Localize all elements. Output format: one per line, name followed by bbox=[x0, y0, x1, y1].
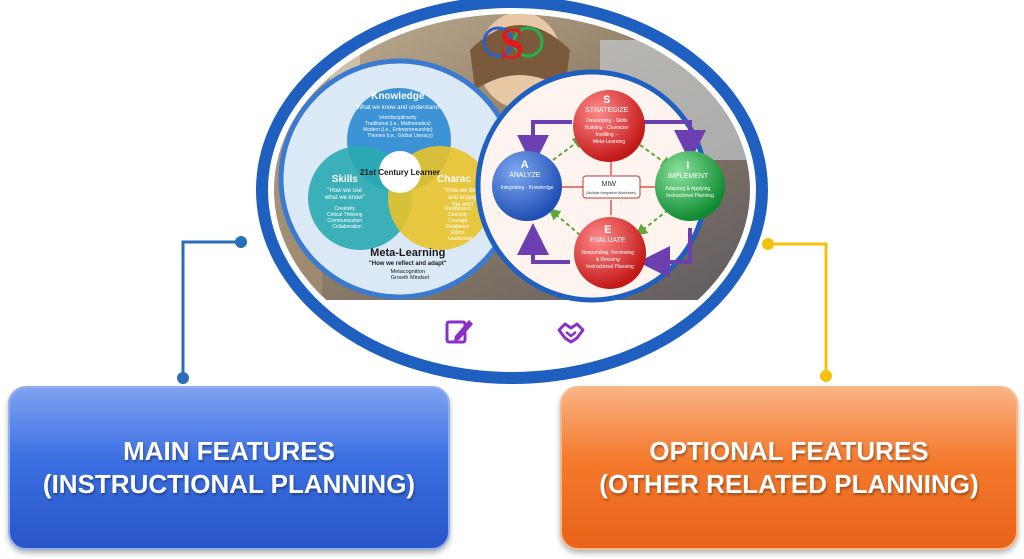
knowledge-item: Modern (i.e., Entrepreneurship) bbox=[363, 127, 433, 133]
meta-subtitle: "How we reflect and adapt" bbox=[369, 261, 447, 267]
main-features-title: MAIN FEATURES bbox=[123, 436, 335, 466]
optional-features-subtitle: (OTHER RELATED PLANNING) bbox=[599, 469, 979, 499]
character-item: Mindfulness bbox=[444, 206, 471, 212]
skills-item: Creativity bbox=[334, 206, 355, 212]
optional-features-title: OPTIONAL FEATURES bbox=[649, 436, 929, 466]
strategize-node bbox=[573, 90, 645, 162]
svg-text:21st Century Learner: 21st Century Learner bbox=[360, 168, 440, 177]
character-item: Curiosity bbox=[448, 212, 468, 218]
evaluate-title: EVALUATE bbox=[590, 237, 626, 244]
strategize-line: Building - Character bbox=[585, 125, 630, 131]
learner-center-circle bbox=[379, 151, 421, 193]
character-item: Ethics bbox=[451, 230, 465, 236]
meta-title: Meta-Learning bbox=[370, 247, 445, 259]
skills-subtitle: what we know" bbox=[324, 195, 365, 201]
optional-features-box[interactable]: OPTIONAL FEATURES (OTHER RELATED PLANNIN… bbox=[560, 386, 1018, 550]
implement-title: IMPLEMENT bbox=[667, 173, 709, 180]
strategize-line: Meta-Learning bbox=[593, 139, 625, 145]
character-title: Charac bbox=[437, 174, 471, 185]
analyze-letter: A bbox=[521, 159, 529, 171]
strategize-letter: S bbox=[603, 94, 610, 106]
svg-text:Knowledge "What we know: Knowledge "What we know and understand" … bbox=[354, 86, 445, 139]
character-item: Resilience bbox=[446, 224, 469, 230]
knowledge-item: Traditional (i.e., Mathematics) bbox=[365, 121, 431, 127]
skills-item: Communication bbox=[327, 218, 362, 224]
skills-item: Critical Thinking bbox=[327, 212, 363, 218]
analyze-node bbox=[492, 151, 562, 221]
skills-title: Skills bbox=[332, 174, 359, 185]
strategize-line: Instilling – bbox=[596, 132, 618, 138]
knowledge-item: Interdisciplinarity bbox=[379, 115, 417, 121]
svg-text:S STRATEGIZE Devel: S STRATEGIZE Developing - Skills Buildin… bbox=[585, 90, 634, 145]
knowledge-item: Themes (i.e., Global Literacy) bbox=[367, 133, 433, 139]
character-item: Courage bbox=[448, 218, 467, 224]
main-features-subtitle: (INSTRUCTIONAL PLANNING) bbox=[42, 469, 416, 499]
evaluate-letter: E bbox=[604, 224, 611, 236]
blue-connector bbox=[177, 236, 247, 384]
siea-cycle: MIW (Multiple Integration Worksheet) S S… bbox=[475, 69, 725, 303]
evaluate-line: & Revising bbox=[596, 257, 620, 263]
evaluate-line: Instructional Planning bbox=[586, 264, 634, 270]
knowledge-subtitle: "What we know and understand" bbox=[354, 105, 441, 111]
miw-title: MIW bbox=[602, 181, 617, 188]
character-subtitle: the worl bbox=[452, 202, 473, 208]
svg-text:Charac "How we beh: Charac "How we beh and engag the worl bbox=[437, 169, 484, 208]
analyze-line: Integrating - Knowledge bbox=[501, 185, 554, 191]
handshake-icon[interactable] bbox=[557, 322, 585, 344]
miw-subtitle: (Multiple Integration Worksheet) bbox=[586, 191, 636, 195]
strategize-line: Developing - Skills bbox=[586, 118, 628, 124]
character-item: Leadership bbox=[448, 236, 473, 242]
analyze-title: ANALYZE bbox=[509, 172, 541, 179]
logo: S bbox=[482, 19, 544, 68]
character-subtitle: and engag bbox=[448, 195, 476, 201]
implement-node bbox=[655, 151, 725, 221]
implement-line: Adapting & Applying bbox=[665, 186, 710, 192]
svg-text:A ANALYZE Integrat: A ANALYZE Integrating - Knowledge bbox=[501, 155, 554, 191]
main-features-box[interactable]: MAIN FEATURES (INSTRUCTIONAL PLANNING) bbox=[8, 386, 450, 550]
svg-text:E EVALUATE Respond: E EVALUATE Responding, Reviewing & Revis… bbox=[582, 220, 639, 270]
evaluate-node bbox=[574, 217, 646, 289]
evaluate-line: Responding, Reviewing bbox=[582, 250, 635, 256]
svg-text:Meta-Learning "How we re: Meta-Learning "How we reflect and adapt"… bbox=[369, 243, 451, 281]
skills-item: Collaboration bbox=[332, 224, 362, 230]
learner-center-label: 21st Century Learner bbox=[360, 168, 440, 177]
svg-text:Mindfulness Curiosity: Mindfulness Curiosity Courage Resilience… bbox=[444, 197, 475, 242]
svg-text:Skills "How we use: Skills "How we use what we know" Creativ… bbox=[324, 169, 369, 230]
miw-box bbox=[582, 175, 641, 199]
implement-line: Instructional Planning bbox=[666, 193, 714, 199]
implement-letter: I bbox=[686, 160, 689, 172]
meta-item: Growth Mindset bbox=[391, 275, 430, 281]
svg-text:MIW (Multiple Integratio: MIW (Multiple Integration Worksheet) bbox=[586, 173, 636, 195]
meta-item: Metacognition bbox=[391, 269, 425, 275]
strategize-title: STRATEGIZE bbox=[585, 107, 629, 114]
character-subtitle: "How we beh bbox=[444, 188, 479, 194]
svg-text:I IMPLEMENT Adapti: I IMPLEMENT Adapting & Applying Instruct… bbox=[665, 156, 714, 199]
logo-letter: S bbox=[500, 19, 524, 68]
skills-subtitle: "How we use bbox=[327, 188, 362, 194]
edit-icon[interactable] bbox=[445, 320, 473, 344]
knowledge-title: Knowledge bbox=[371, 91, 425, 102]
yellow-connector bbox=[762, 238, 832, 382]
